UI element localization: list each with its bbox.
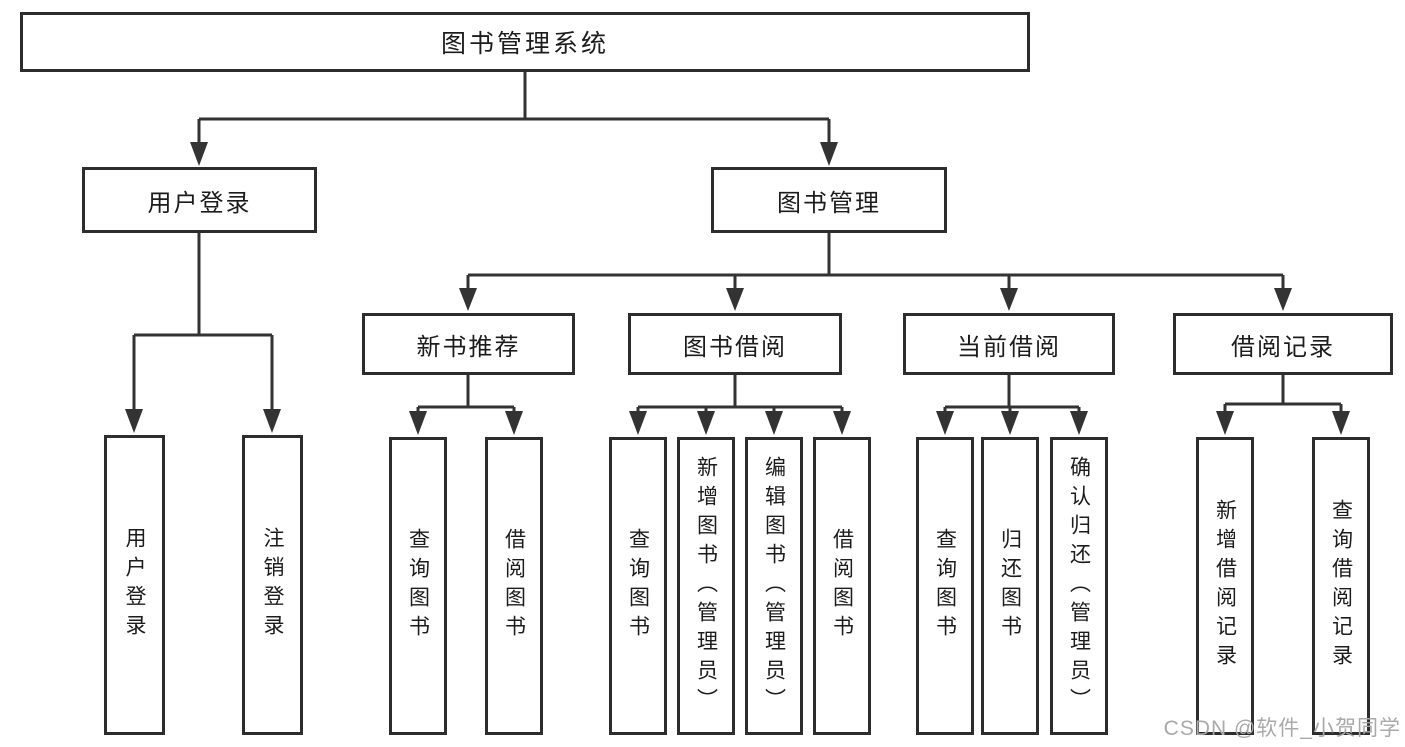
node-book-management-label: 图书管理 — [777, 189, 881, 217]
leaf-edit-book-admin: 编辑图书（管理员） — [745, 437, 803, 735]
leaf-borrow-books-recommend: 借阅图书 — [485, 437, 543, 735]
node-borrow-records: 借阅记录 — [1173, 313, 1393, 375]
node-book-borrow-label: 图书借阅 — [683, 333, 787, 361]
leaf-edit-book-admin-label: 编辑图书（管理员） — [762, 455, 786, 717]
node-book-management: 图书管理 — [711, 167, 947, 233]
leaf-query-books-recommend: 查询图书 — [389, 437, 447, 735]
csdn-watermark: CSDN @软件_小贺同学 — [1163, 717, 1401, 740]
leaf-user-login-label: 用户登录 — [123, 527, 146, 643]
leaf-query-books-borrow-label: 查询图书 — [626, 528, 650, 644]
node-user-login-label: 用户登录 — [147, 189, 252, 217]
connector-currentborrow-to-leaves — [936, 375, 1088, 435]
leaf-confirm-return-admin: 确认归还（管理员） — [1050, 437, 1108, 735]
leaf-query-borrow-record: 查询借阅记录 — [1312, 437, 1370, 735]
connector-bookmgmt-to-sections — [459, 233, 1292, 311]
leaf-return-book-label: 归还图书 — [998, 528, 1022, 644]
connector-newbook-to-leaves — [409, 375, 523, 435]
node-user-login: 用户登录 — [82, 167, 317, 233]
leaf-query-books-borrow: 查询图书 — [609, 437, 667, 735]
leaf-borrow-books: 借阅图书 — [813, 437, 871, 735]
node-book-borrow: 图书借阅 — [628, 313, 842, 375]
node-new-book-recommend: 新书推荐 — [362, 313, 575, 375]
leaf-query-borrow-record-label: 查询借阅记录 — [1329, 499, 1353, 673]
leaf-add-borrow-record-label: 新增借阅记录 — [1213, 499, 1237, 673]
leaf-user-login: 用户登录 — [104, 435, 165, 735]
node-root: 图书管理系统 — [20, 12, 1030, 72]
node-new-book-recommend-label: 新书推荐 — [416, 333, 521, 361]
connector-userlogin-to-leaves — [125, 233, 281, 433]
connector-bookborrow-to-leaves — [629, 375, 851, 435]
leaf-return-book: 归还图书 — [981, 437, 1039, 735]
connector-borrowrecords-to-leaves — [1216, 375, 1350, 435]
leaf-add-book-admin: 新增图书（管理员） — [677, 437, 735, 735]
leaf-borrow-books-recommend-label: 借阅图书 — [502, 528, 526, 644]
leaf-query-books-recommend-label: 查询图书 — [406, 528, 430, 644]
leaf-borrow-books-label: 借阅图书 — [830, 528, 854, 644]
leaf-logout-label: 注销登录 — [261, 527, 284, 643]
node-root-label: 图书管理系统 — [440, 30, 609, 58]
leaf-logout: 注销登录 — [242, 435, 303, 735]
leaf-confirm-return-admin-label: 确认归还（管理员） — [1067, 455, 1091, 717]
leaf-query-books-current-label: 查询图书 — [933, 528, 957, 644]
connector-root-to-level2 — [190, 72, 838, 166]
leaf-query-books-current: 查询图书 — [916, 437, 974, 735]
node-current-borrow-label: 当前借阅 — [957, 333, 1061, 361]
leaf-add-book-admin-label: 新增图书（管理员） — [694, 455, 718, 717]
node-current-borrow: 当前借阅 — [903, 313, 1115, 375]
node-borrow-records-label: 借阅记录 — [1231, 333, 1335, 361]
leaf-add-borrow-record: 新增借阅记录 — [1196, 437, 1254, 735]
